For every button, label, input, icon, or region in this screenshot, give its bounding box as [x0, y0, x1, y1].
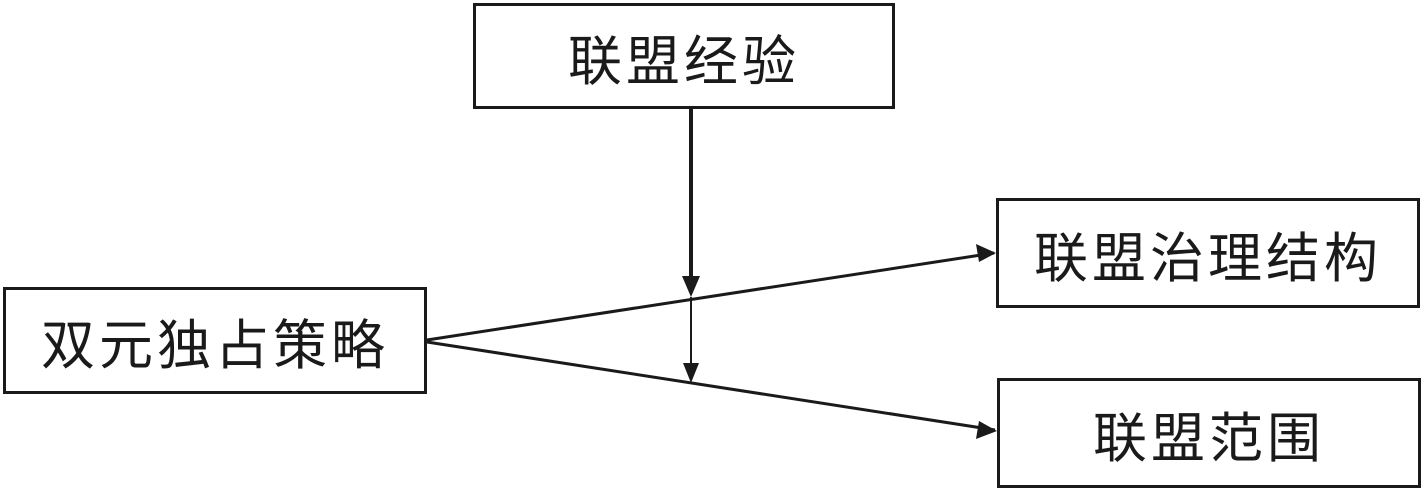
node-alliance-experience: 联盟经验	[473, 3, 895, 109]
node-label: 双元独占策略	[41, 314, 389, 377]
edge-strategy-to-governance	[426, 251, 995, 342]
node-label: 联盟治理结构	[1034, 226, 1382, 290]
edge-strategy-to-scope	[426, 340, 996, 432]
arrowhead-moderation-bottom	[683, 363, 699, 383]
node-dual-exclusive-strategy: 双元独占策略	[3, 287, 427, 394]
arrowhead-moderation-top	[682, 276, 700, 297]
node-alliance-governance-structure: 联盟治理结构	[996, 198, 1420, 308]
arrowhead-governance	[976, 244, 996, 262]
node-label: 联盟范围	[1093, 406, 1325, 470]
node-label: 联盟经验	[568, 29, 800, 93]
node-alliance-scope: 联盟范围	[997, 378, 1421, 488]
arrowhead-scope	[976, 421, 997, 439]
